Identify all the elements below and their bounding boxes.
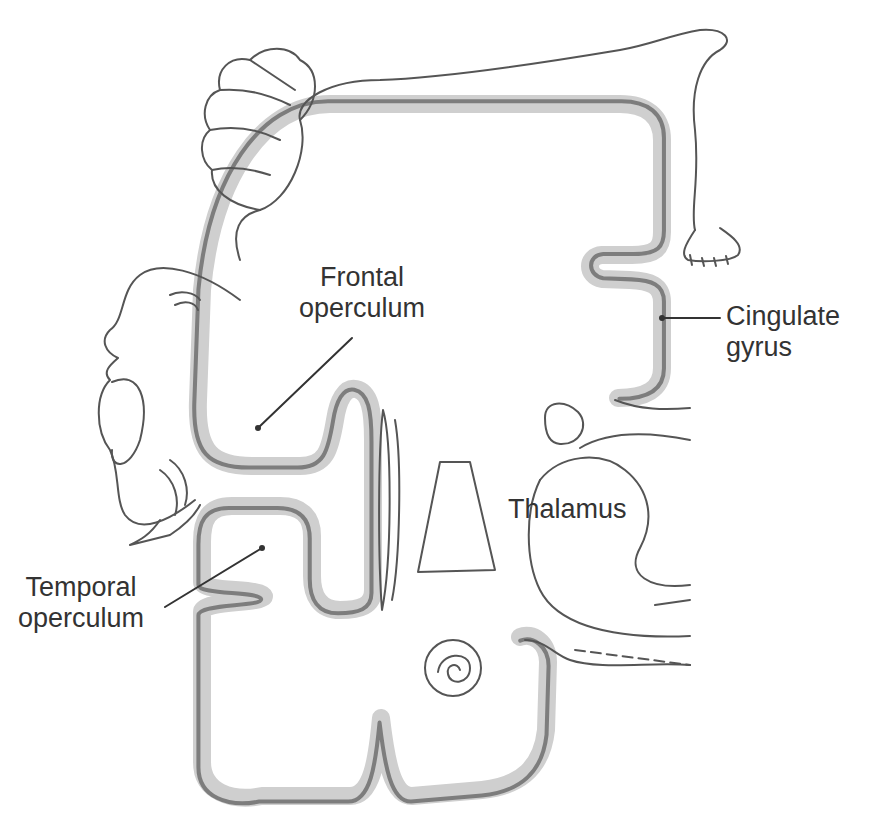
leader-lines: [165, 318, 720, 607]
cortex-band: [198, 104, 662, 798]
deep-structures: [379, 400, 690, 696]
structure-label: Temporal operculum: [2, 572, 160, 634]
structure-label: Cingulate gyrus: [726, 301, 861, 363]
homunculus-drawing: [99, 30, 740, 545]
structure-label: Frontal operculum: [292, 262, 432, 324]
leader-dots: [255, 315, 665, 551]
structure-label: Thalamus: [508, 494, 648, 525]
